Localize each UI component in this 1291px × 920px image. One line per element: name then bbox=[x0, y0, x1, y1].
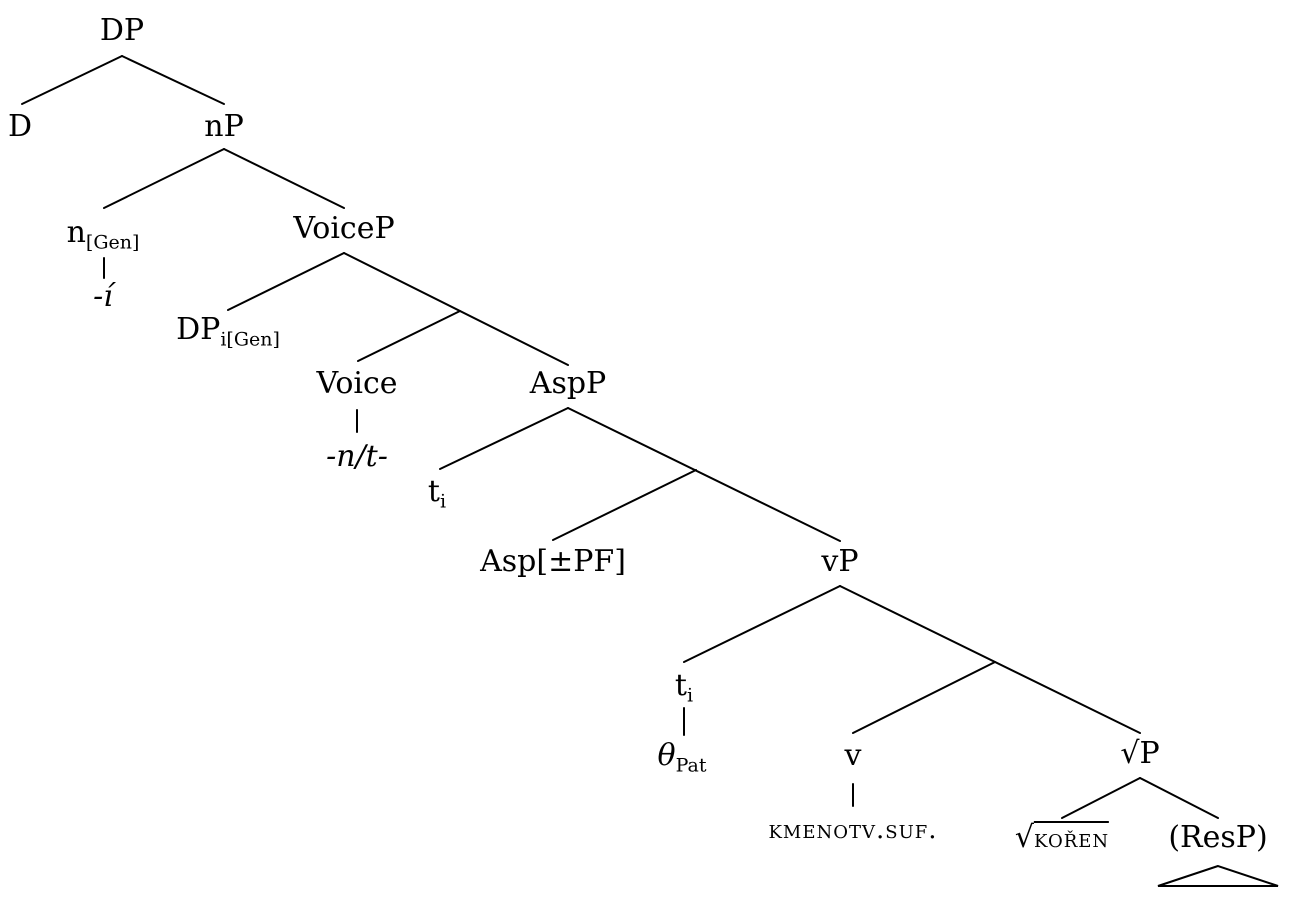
node-aspp: AspP bbox=[529, 366, 607, 401]
node-kmenotv-suf: kmenotv.suf. bbox=[768, 815, 938, 845]
edge-voicep-dpi bbox=[227, 252, 345, 311]
node-resp: (ResP) bbox=[1168, 820, 1268, 855]
edge-bar-v bbox=[852, 661, 996, 734]
node-asp-pf: Asp[±PF] bbox=[480, 544, 626, 579]
node-trace-1: ti bbox=[427, 474, 447, 513]
node-root-koren: √kořen bbox=[1014, 820, 1110, 855]
radical-icon: √ bbox=[1014, 820, 1034, 855]
node-dp: DP bbox=[99, 13, 145, 48]
node-np: nP bbox=[204, 109, 244, 144]
node-n-suffix: -í bbox=[93, 279, 113, 314]
radical-icon: √ bbox=[1120, 736, 1140, 771]
node-d: D bbox=[7, 109, 33, 144]
edge-dp-np bbox=[121, 55, 225, 105]
edge-rootp-resp bbox=[1139, 777, 1219, 819]
edge-np-n bbox=[103, 148, 225, 209]
edge-np-voicep bbox=[223, 148, 345, 209]
node-voice: Voice bbox=[316, 366, 398, 401]
edge-voicep-bar bbox=[343, 252, 569, 366]
node-voicep: VoiceP bbox=[293, 211, 395, 246]
node-trace-2: ti bbox=[674, 668, 694, 707]
edge-aspp-t bbox=[439, 407, 569, 470]
node-n-gen: n[Gen] bbox=[66, 215, 140, 254]
edge-vp-bar bbox=[839, 585, 1141, 734]
node-dp-i-gen: DPi[Gen] bbox=[176, 312, 280, 351]
edge-bar-asp bbox=[552, 469, 697, 541]
node-v: v bbox=[844, 738, 862, 773]
node-voice-suffix: -n/t- bbox=[326, 439, 388, 474]
edge-vp-t bbox=[683, 585, 841, 663]
node-root-p: √P bbox=[1120, 736, 1160, 771]
node-vp: vP bbox=[821, 544, 859, 579]
node-theta-pat: θPat bbox=[657, 738, 707, 777]
edge-rootp-koren bbox=[1061, 777, 1141, 819]
resp-triangle bbox=[1157, 864, 1279, 887]
edge-bar-voice bbox=[357, 310, 461, 362]
edge-dp-d bbox=[21, 55, 123, 105]
edge-aspp-bar bbox=[567, 407, 841, 542]
